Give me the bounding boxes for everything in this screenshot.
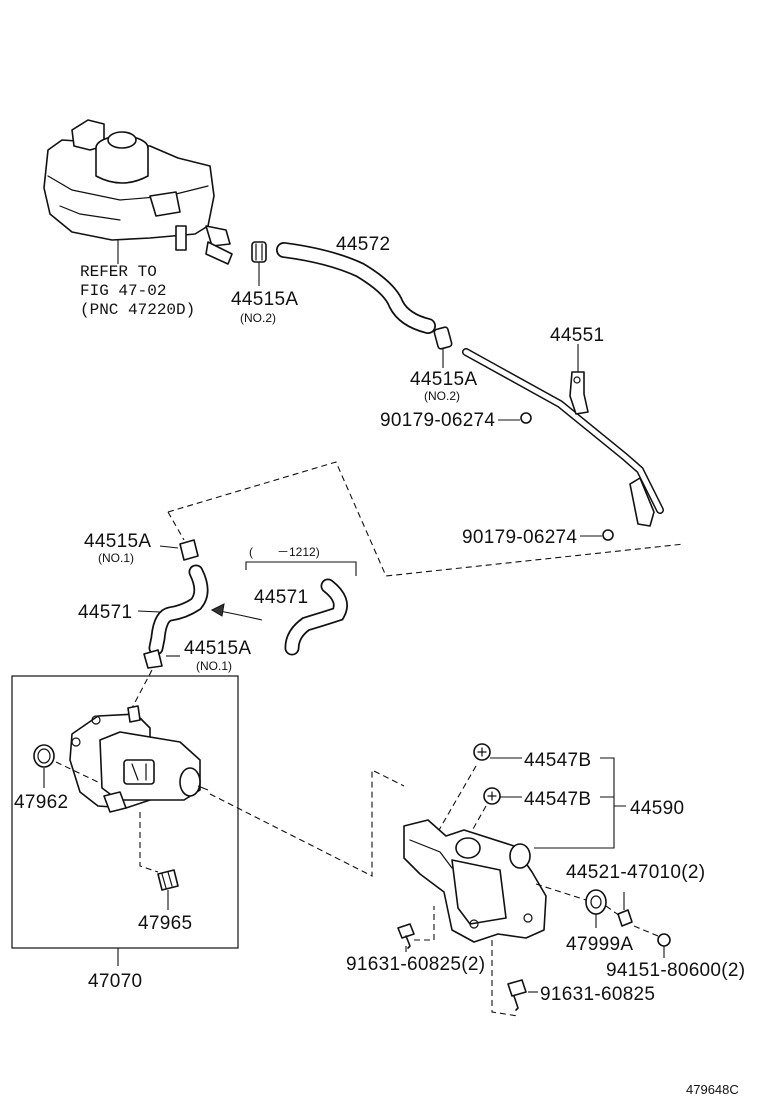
- clamp-44515a-no1-bottom: [143, 649, 180, 669]
- label-44572: 44572: [336, 234, 390, 255]
- label-90179-upper: 90179-06274: [380, 410, 495, 431]
- reference-note-line3: (PNC 47220D): [80, 301, 195, 319]
- dashed-pump-bracket-link: [209, 769, 405, 877]
- clamp-44515a-no1-top: [159, 539, 199, 561]
- label-alt-date-range: ( －1212): [249, 545, 320, 559]
- label-44515a-no1-bottom: 44515A: [184, 638, 251, 659]
- dashed-relation-outline: [167, 461, 685, 577]
- dashed-bolt-a-link: [414, 906, 435, 941]
- alternate-arrow-head: [210, 603, 225, 617]
- bracket-44590-brace: [534, 757, 626, 849]
- label-44515a-left: 44515A: [231, 289, 298, 310]
- cushion-47999a: [585, 889, 607, 928]
- label-44551: 44551: [550, 325, 604, 346]
- pump-assembly-frame: [11, 675, 239, 949]
- label-44515a-mid: 44515A: [410, 369, 477, 390]
- label-47999a: 47999A: [566, 934, 633, 955]
- dashed-oring-link: [55, 761, 103, 785]
- dashed-pump-connect: [131, 669, 153, 709]
- label-44515a-no1-top-sub: (NO.1): [98, 551, 134, 565]
- label-44515a-mid-sub: (NO.2): [424, 389, 460, 403]
- reference-note-line2: FIG 47-02: [80, 282, 166, 300]
- reference-note-line1: REFER TO: [80, 263, 157, 281]
- label-44515a-left-sub: (NO.2): [240, 311, 276, 325]
- clamp-44515a-no2-mid: [433, 326, 453, 368]
- label-44547b-b: 44547B: [524, 789, 591, 810]
- pump-body: [69, 705, 209, 813]
- reservoir-tank: [43, 119, 233, 265]
- dashed-clamp-link: [167, 511, 185, 541]
- figure-id: 479648C: [686, 1082, 739, 1097]
- dashed-filter-link: [139, 812, 159, 873]
- label-44571: 44571: [78, 602, 132, 623]
- dashed-bolt-b-link: [491, 940, 519, 1017]
- label-44521: 44521-47010(2): [566, 862, 705, 883]
- nut-94151: [657, 933, 671, 958]
- oring-47962: [33, 744, 55, 788]
- dashed-cushion-link: [535, 883, 659, 937]
- screw-44547b-a: [473, 743, 522, 761]
- clamp-44515a-no2-left: [251, 241, 267, 286]
- bolt-91631-a: [397, 923, 415, 952]
- grommet-stud-44521: [617, 892, 633, 927]
- bolt-91631-b: [507, 979, 538, 1011]
- label-47962: 47962: [14, 792, 68, 813]
- label-90179-lower: 90179-06274: [462, 527, 577, 548]
- label-47070: 47070: [88, 971, 142, 992]
- bracket-body: [403, 819, 547, 943]
- screw-44547b-b: [483, 787, 522, 805]
- label-44547b-a: 44547B: [524, 750, 591, 771]
- alt-date-bracket: [245, 561, 357, 576]
- nut-lower: [580, 529, 614, 541]
- label-44571-alt: 44571: [254, 587, 308, 608]
- label-44590: 44590: [630, 798, 684, 819]
- label-47965: 47965: [138, 913, 192, 934]
- hose-44571-alternate: [284, 578, 348, 656]
- label-91631-b: 91631-60825: [540, 984, 655, 1005]
- label-44515a-no1-bottom-sub: (NO.1): [196, 659, 232, 673]
- hose-44571: [137, 564, 209, 656]
- label-91631-a: 91631-60825(2): [346, 954, 485, 975]
- pipe-44551: [462, 344, 664, 527]
- hose-44572: [276, 242, 436, 334]
- filter-47965: [157, 869, 179, 910]
- nut-upper: [498, 412, 532, 424]
- label-44515a-no1-top: 44515A: [84, 531, 151, 552]
- label-94151: 94151-80600(2): [606, 960, 745, 981]
